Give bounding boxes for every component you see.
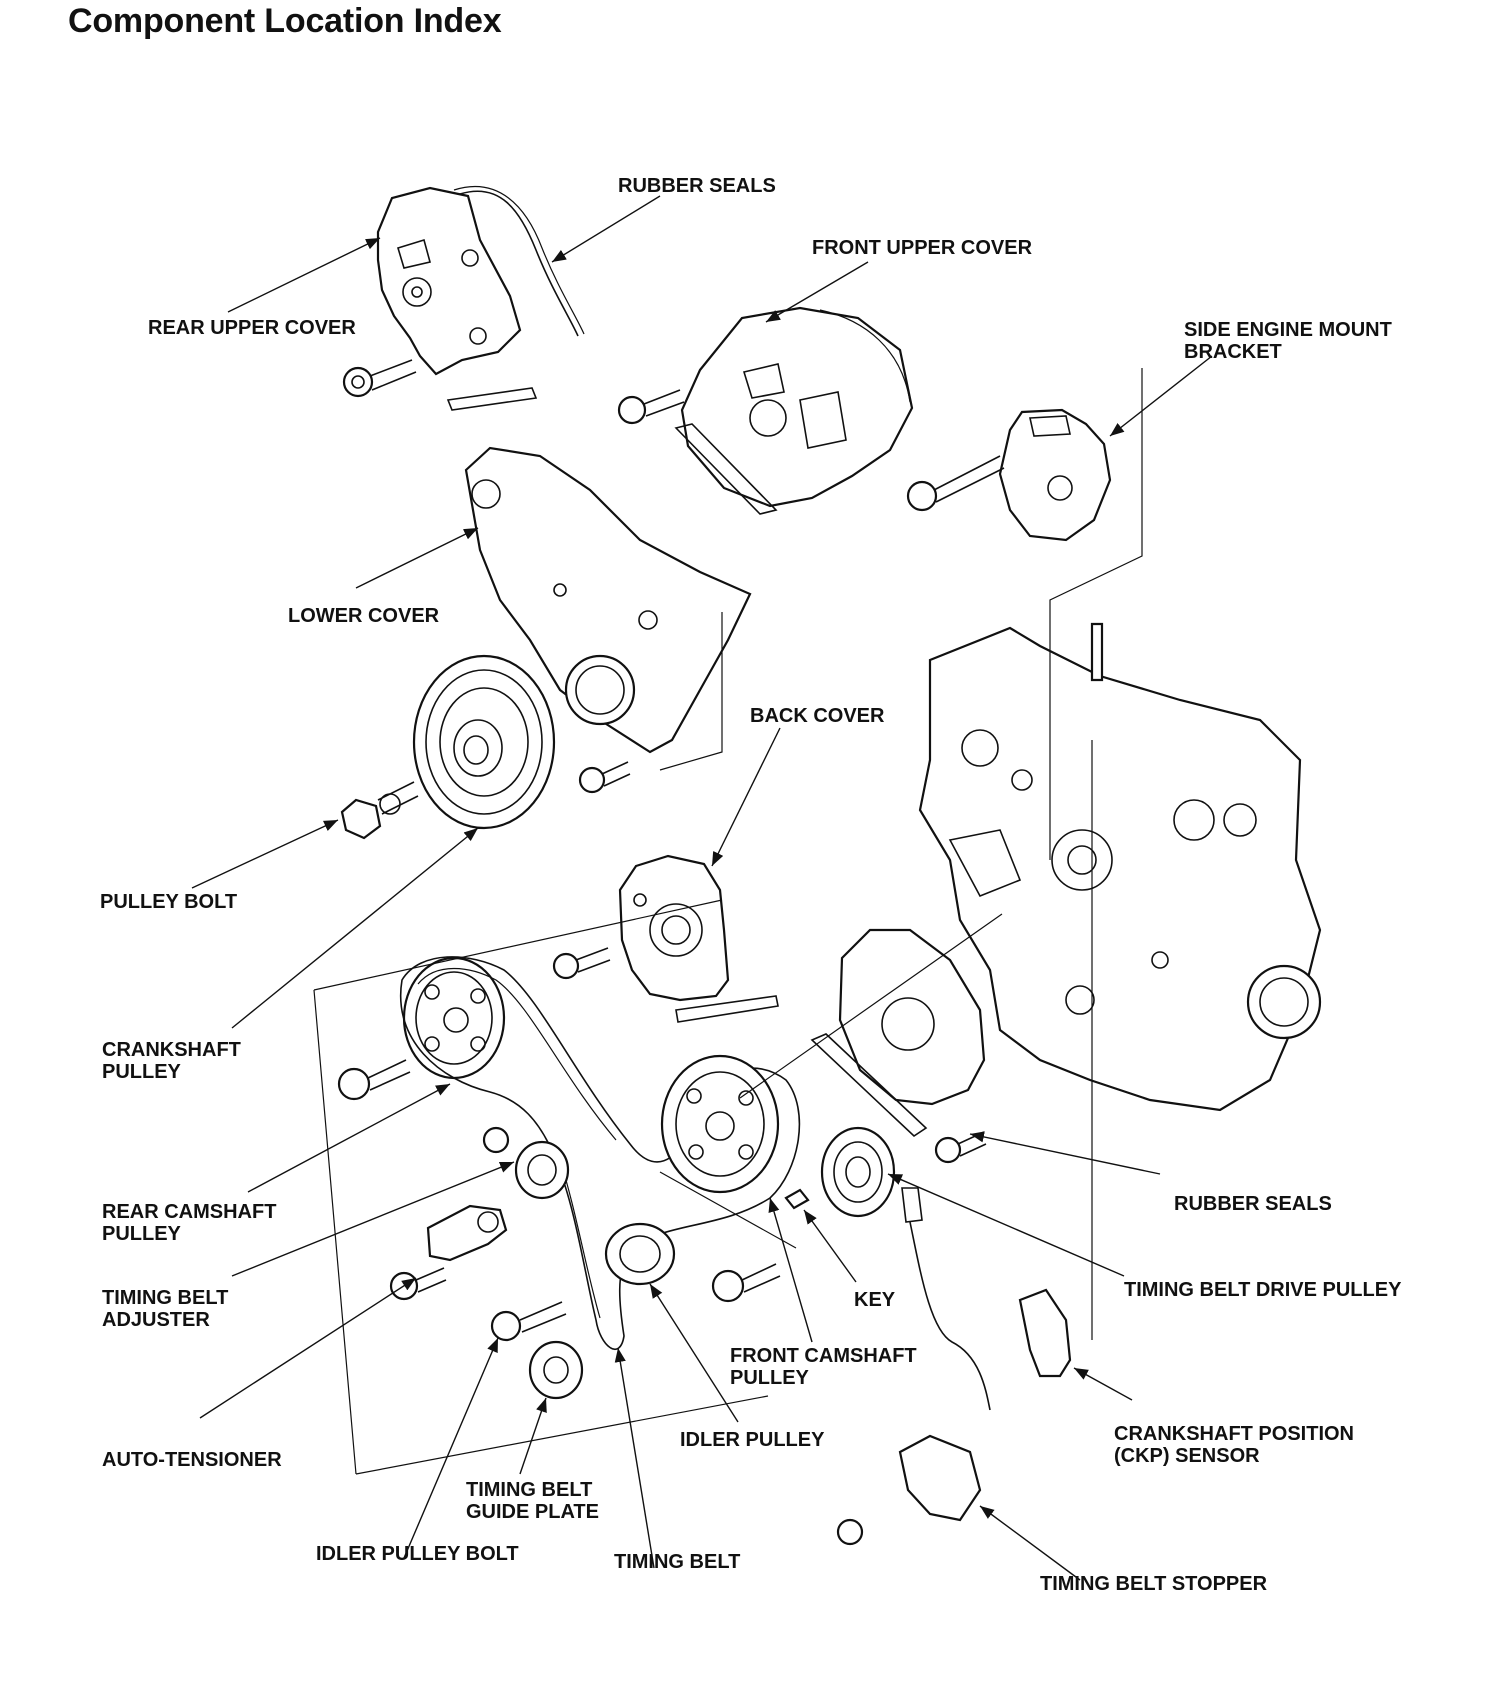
label-rear-camshaft-pulley-2: PULLEY <box>102 1223 182 1245</box>
label-ckp-sensor-1: CRANKSHAFT POSITION <box>1114 1423 1354 1445</box>
label-rear-camshaft-pulley-1: REAR CAMSHAFT <box>102 1201 276 1223</box>
bolt-idler-part <box>711 1263 781 1303</box>
label-rubber-seals-top: RUBBER SEALS <box>618 175 776 197</box>
label-side-engine-mount-bracket-2: BRACKET <box>1184 341 1282 363</box>
label-pulley-bolt: PULLEY BOLT <box>100 891 237 913</box>
label-timing-belt: TIMING BELT <box>614 1551 740 1573</box>
label-side-engine-mount-bracket-1: SIDE ENGINE MOUNT <box>1184 319 1392 341</box>
pulley-bolt-part <box>340 781 419 840</box>
ckp-sensor-part <box>901 1187 1072 1411</box>
label-auto-tensioner: AUTO-TENSIONER <box>102 1449 282 1471</box>
bolt-rear-upper-part <box>342 359 417 398</box>
label-timing-belt-stopper: TIMING BELT STOPPER <box>1040 1573 1268 1595</box>
bolt-rear-cam-part <box>337 1059 411 1101</box>
timing-belt-guide-plate-part <box>528 1340 584 1400</box>
rubber-seal-upper-part <box>459 190 579 337</box>
front-camshaft-pulley-part <box>660 1054 780 1194</box>
page-title: Component Location Index <box>68 2 502 40</box>
crankshaft-pulley-part <box>412 654 556 830</box>
label-ckp-sensor-2: (CKP) SENSOR <box>1114 1445 1260 1467</box>
label-lower-cover: LOWER COVER <box>288 605 440 627</box>
label-rear-upper-cover: REAR UPPER COVER <box>148 317 356 339</box>
label-idler-pulley: IDLER PULLEY <box>680 1429 825 1451</box>
label-timing-belt-adjuster-1: TIMING BELT <box>102 1287 228 1309</box>
key-part <box>784 1188 810 1210</box>
engine-block-part <box>918 626 1322 1112</box>
oil-seal-part <box>1246 964 1322 1040</box>
label-timing-belt-guide-plate-2: GUIDE PLATE <box>466 1501 599 1523</box>
label-rubber-seals-bottom: RUBBER SEALS <box>1174 1193 1332 1215</box>
timing-belt-drive-pulley-part <box>820 1126 896 1218</box>
rear-upper-cover-part <box>376 186 522 376</box>
idler-pulley-bolt-part <box>490 1301 567 1342</box>
idler-pulley-part <box>604 1222 676 1286</box>
label-idler-pulley-bolt: IDLER PULLEY BOLT <box>316 1543 519 1565</box>
bolt-lower-cover-part <box>578 761 631 794</box>
auto-tensioner-part <box>389 1204 508 1301</box>
label-front-camshaft-pulley-2: PULLEY <box>730 1367 810 1389</box>
label-timing-belt-adjuster-2: ADJUSTER <box>102 1309 210 1331</box>
label-timing-belt-guide-plate-1: TIMING BELT <box>466 1479 592 1501</box>
back-cover-part <box>618 854 779 1023</box>
leader-lines <box>191 195 1213 1581</box>
timing-belt-adjuster-part <box>482 1126 570 1200</box>
label-crankshaft-pulley-2: PULLEY <box>102 1061 182 1083</box>
bolt-mount-bracket-part <box>906 455 1005 512</box>
timing-belt-stopper-part <box>836 1434 982 1546</box>
bolt-front-upper-part <box>617 389 685 425</box>
side-engine-mount-bracket-part <box>998 408 1112 542</box>
label-back-cover: BACK COVER <box>750 705 885 727</box>
label-front-upper-cover: FRONT UPPER COVER <box>812 237 1033 259</box>
label-key: KEY <box>854 1289 896 1311</box>
label-crankshaft-pulley-1: CRANKSHAFT <box>102 1039 241 1061</box>
timing-cover-plate-part <box>810 928 986 1138</box>
engine-bolt-part <box>1090 622 1104 682</box>
front-upper-cover-part <box>674 306 914 515</box>
label-timing-belt-drive-pulley: TIMING BELT DRIVE PULLEY <box>1124 1279 1402 1301</box>
lower-cover-part <box>464 446 752 754</box>
bolt-back-cover-part <box>552 947 611 980</box>
label-front-camshaft-pulley-1: FRONT CAMSHAFT <box>730 1345 917 1367</box>
